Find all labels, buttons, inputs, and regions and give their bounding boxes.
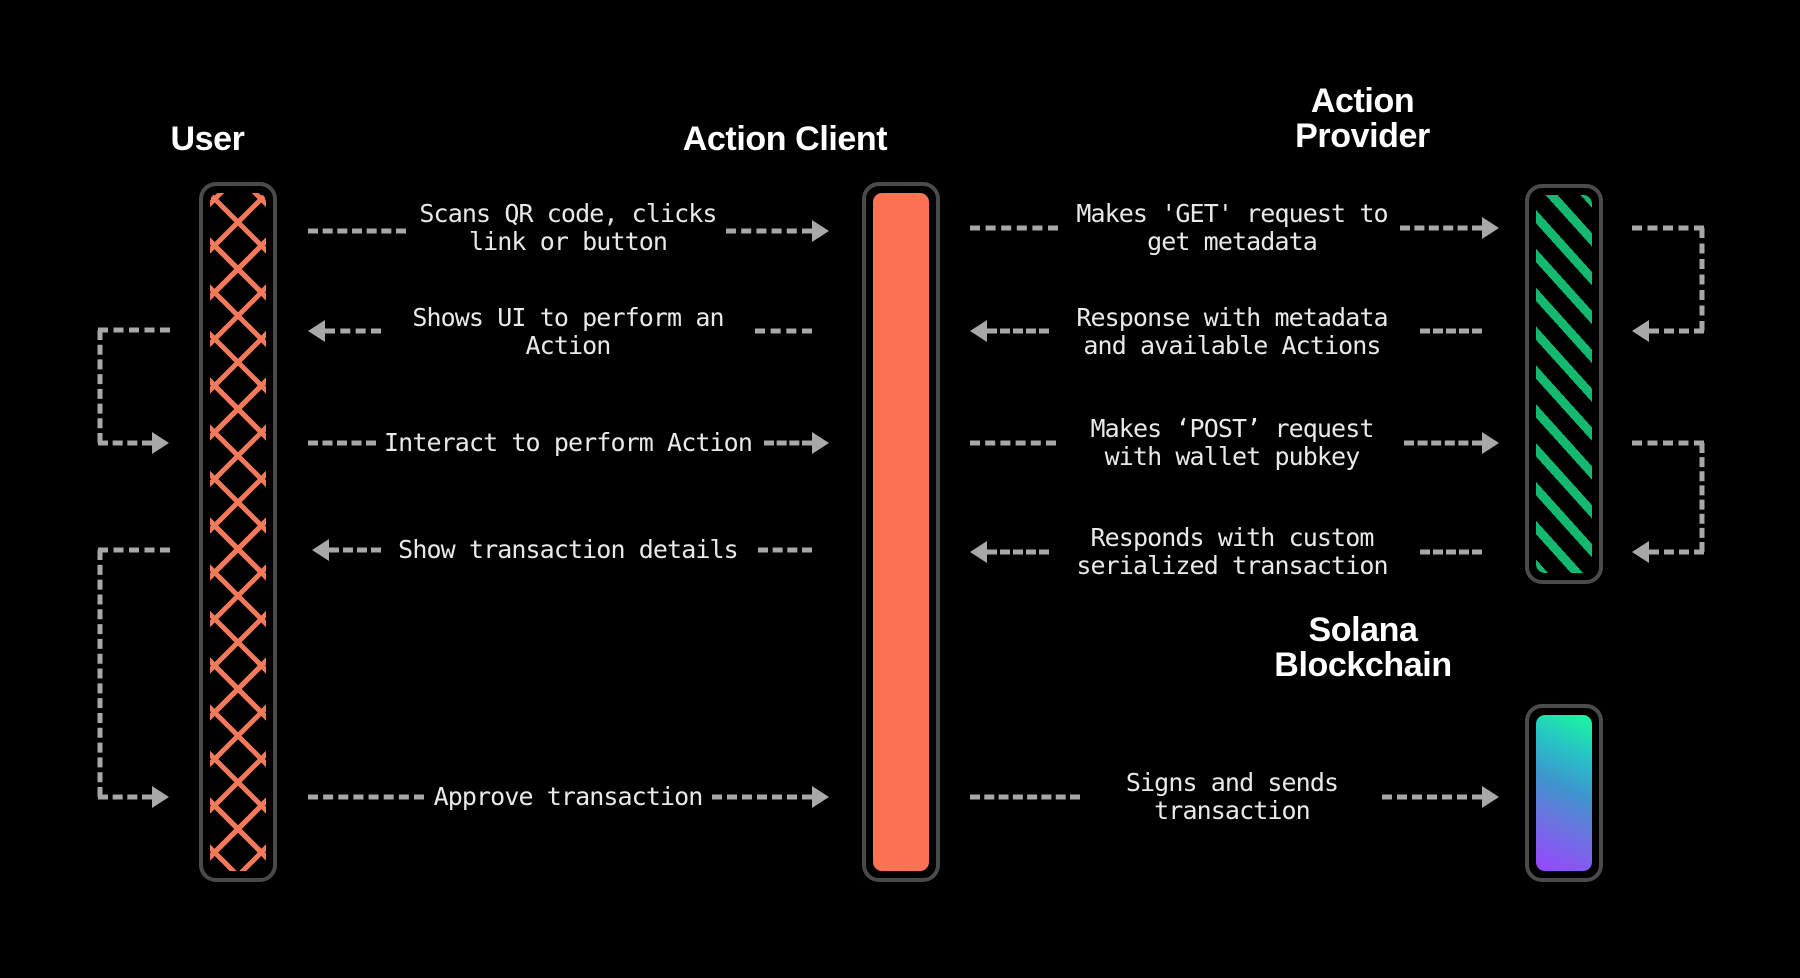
self-loop-user-2-side — [97, 550, 103, 797]
message-left-4-label: Show transaction details — [398, 535, 739, 564]
message-left-2-line-start — [325, 328, 381, 334]
participant-title-user: User — [170, 120, 245, 158]
message-right-1-arrowhead — [1482, 217, 1499, 239]
message-right-4-line-start — [987, 549, 1049, 555]
self-loop-user-2-bottom — [98, 794, 152, 800]
message-left-1-arrowhead — [812, 220, 829, 242]
self-loop-user-1-bottom — [98, 440, 152, 446]
message-left-4-line-end — [758, 547, 812, 553]
message-right-1-line-start — [970, 225, 1058, 231]
self-loop-user-2-top — [98, 547, 170, 553]
message-right-4-line-end — [1420, 549, 1482, 555]
message-left-2-label: Shows UI to perform an Action — [412, 303, 724, 360]
action-client-fill — [873, 193, 929, 871]
message-left-3-line-start — [308, 440, 376, 446]
message-right-2-label: Response with metadata and available Act… — [1076, 303, 1388, 360]
message-left-3-label: Interact to perform Action — [384, 428, 753, 457]
message-left-2-arrowhead — [308, 320, 325, 342]
self-loop-provider-2-side — [1699, 443, 1705, 552]
self-loop-provider-2-top — [1632, 440, 1704, 446]
self-loop-provider-1-side — [1699, 228, 1705, 331]
lifeline-action-client — [862, 182, 940, 882]
message-right-3-line-start — [970, 440, 1056, 446]
message-right-2-arrowhead — [970, 320, 987, 342]
participant-title-action-client: Action Client — [682, 120, 888, 158]
self-loop-user-1-arrowhead — [152, 432, 169, 454]
message-right-4-arrowhead — [970, 541, 987, 563]
self-loop-provider-2-bottom — [1649, 549, 1704, 555]
message-right-5-label: Signs and sends transaction — [1125, 768, 1339, 825]
self-loop-provider-1-bottom — [1649, 328, 1704, 334]
message-left-3-arrowhead — [812, 432, 829, 454]
user-hatch-pattern — [210, 193, 266, 871]
message-left-2-line-end — [755, 328, 812, 334]
message-right-3-arrowhead — [1482, 432, 1499, 454]
message-right-1-label: Makes 'GET' request to get metadata — [1076, 199, 1388, 256]
message-left-5-arrowhead — [812, 786, 829, 808]
self-loop-user-1-top — [98, 327, 170, 333]
participant-title-action-provider: Action Provider — [1295, 82, 1430, 156]
message-right-5-arrowhead — [1482, 786, 1499, 808]
message-right-3-label: Makes ‘POST’ request with wallet pubkey — [1090, 414, 1374, 471]
self-loop-user-2-arrowhead — [152, 786, 169, 808]
message-left-4-arrowhead — [312, 539, 329, 561]
message-left-5-label: Approve transaction — [433, 782, 704, 811]
message-right-1-line-end — [1400, 225, 1482, 231]
self-loop-provider-2-arrowhead — [1632, 541, 1649, 563]
message-left-5-line-end — [712, 794, 812, 800]
message-right-5-line-start — [970, 794, 1080, 800]
message-left-1-line-start — [308, 228, 406, 234]
participant-title-solana-blockchain: Solana Blockchain — [1274, 611, 1452, 685]
message-right-3-line-end — [1404, 440, 1482, 446]
lifeline-solana-blockchain — [1525, 704, 1603, 882]
lifeline-user — [199, 182, 277, 882]
message-right-2-line-start — [987, 328, 1049, 334]
message-left-1-line-end — [726, 228, 812, 234]
action-provider-stripes — [1536, 195, 1592, 573]
message-right-4-label: Responds with custom serialized transact… — [1076, 523, 1388, 580]
message-right-5-line-end — [1382, 794, 1482, 800]
solana-gradient-fill — [1536, 715, 1592, 871]
message-left-4-line-start — [329, 547, 381, 553]
self-loop-provider-1-top — [1632, 225, 1704, 231]
message-left-3-line-end — [764, 440, 812, 446]
self-loop-user-1-side — [97, 330, 103, 443]
message-right-2-line-end — [1420, 328, 1482, 334]
lifeline-action-provider — [1525, 184, 1603, 584]
message-left-5-line-start — [308, 794, 424, 800]
self-loop-provider-1-arrowhead — [1632, 320, 1649, 342]
message-left-1-label: Scans QR code, clicks link or button — [419, 199, 717, 256]
